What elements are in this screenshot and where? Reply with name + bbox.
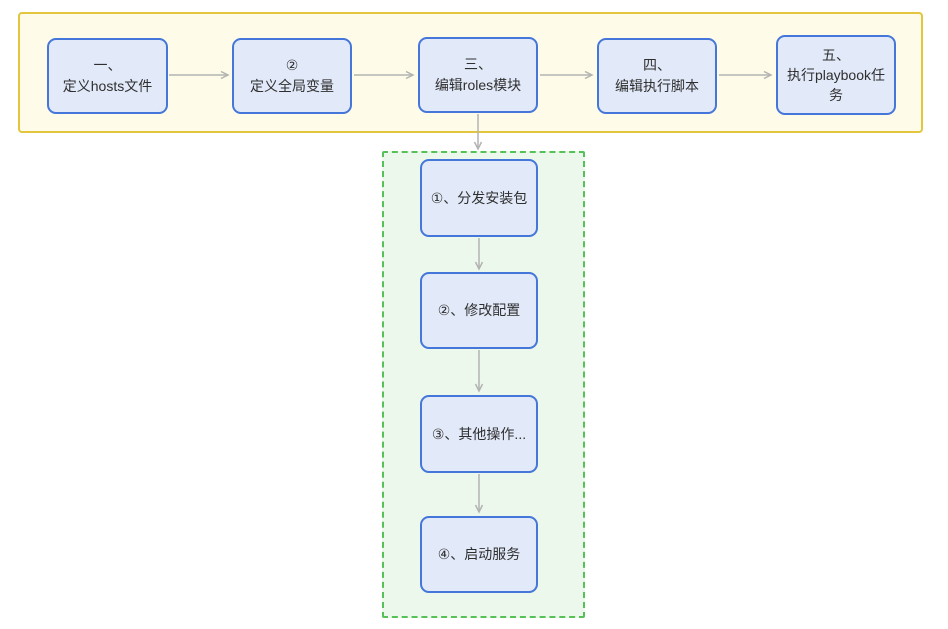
node-run-playbook-task: 五、 执行playbook任务: [776, 35, 896, 115]
node-label-line2: 定义hosts文件: [62, 78, 153, 94]
node-other-operations: ③、其他操作...: [420, 395, 538, 473]
node-label-line1: ②: [285, 57, 299, 73]
node-label-line1: 五、: [822, 47, 850, 63]
node-label-line2: 编辑执行脚本: [615, 78, 699, 94]
node-modify-config: ②、修改配置: [420, 272, 538, 349]
node-label: ③、其他操作...: [431, 425, 527, 442]
node-edit-roles-module: 三、 编辑roles模块: [418, 37, 538, 113]
node-edit-exec-script: 四、 编辑执行脚本: [597, 38, 717, 114]
node-label: ②、修改配置: [437, 302, 521, 318]
node-label: ④、启动服务: [437, 546, 521, 562]
node-label-line2: 执行playbook任务: [786, 67, 886, 103]
node-define-global-vars: ② 定义全局变量: [232, 38, 352, 114]
node-label-line1: 一、: [93, 57, 122, 73]
node-start-service: ④、启动服务: [420, 516, 538, 593]
node-label-line2: 定义全局变量: [250, 78, 334, 94]
node-label-line2: 编辑roles模块: [434, 77, 522, 93]
node-label-line1: 四、: [643, 57, 671, 73]
node-label-line1: 三、: [464, 56, 492, 72]
node-define-hosts-file: 一、 定义hosts文件: [47, 38, 168, 114]
node-distribute-install-package: ①、分发安装包: [420, 159, 538, 237]
node-label: ①、分发安装包: [430, 189, 528, 206]
